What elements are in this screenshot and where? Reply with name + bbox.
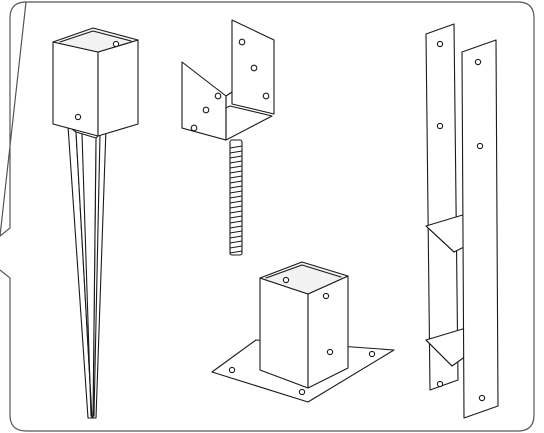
rod-threads	[229, 145, 243, 254]
thread-line	[229, 245, 243, 249]
thread-line	[229, 160, 243, 164]
thread-line	[229, 175, 243, 179]
screw-hole	[474, 58, 482, 66]
screw-hole	[202, 106, 210, 114]
bolt-down-post-base	[211, 261, 395, 403]
thread-line	[229, 190, 243, 194]
screw-hole	[326, 348, 334, 356]
h-bracket-post-anchor	[425, 23, 499, 419]
thread-line	[229, 210, 243, 214]
thread-line	[229, 180, 243, 184]
thread-line	[229, 230, 243, 234]
screw-hole	[214, 92, 222, 100]
screw-hole	[322, 292, 330, 300]
screw-hole	[478, 394, 486, 402]
screw-hole	[436, 40, 444, 48]
screw-hole	[436, 122, 444, 130]
spike-post-support	[52, 27, 139, 419]
thread-line	[229, 150, 243, 154]
thread-line	[229, 240, 243, 244]
thread-line	[229, 145, 243, 149]
screw-hole	[250, 64, 258, 72]
screw-hole	[476, 142, 484, 150]
u-bracket-threaded-post-anchor	[181, 19, 275, 256]
thread-line	[229, 185, 243, 189]
thread-line	[229, 195, 243, 199]
thread-line	[229, 225, 243, 229]
thread-line	[229, 170, 243, 174]
screw-hole	[112, 40, 120, 48]
screw-hole	[190, 124, 198, 132]
thread-line	[229, 200, 243, 204]
screw-hole	[74, 113, 82, 121]
thread-line	[229, 165, 243, 169]
thread-line	[229, 215, 243, 219]
thread-line	[229, 155, 243, 159]
screw-hole	[262, 92, 270, 100]
thread-line	[229, 205, 243, 209]
thread-line	[229, 220, 243, 224]
bolt-hole	[298, 388, 306, 396]
screw-hole	[238, 38, 246, 46]
bolt-hole	[228, 366, 236, 374]
frame-border	[0, 1, 535, 432]
screw-hole	[282, 276, 290, 284]
thread-line	[229, 235, 243, 239]
bolt-hole	[368, 350, 376, 358]
thread-line	[229, 250, 243, 254]
screw-hole	[436, 380, 444, 388]
